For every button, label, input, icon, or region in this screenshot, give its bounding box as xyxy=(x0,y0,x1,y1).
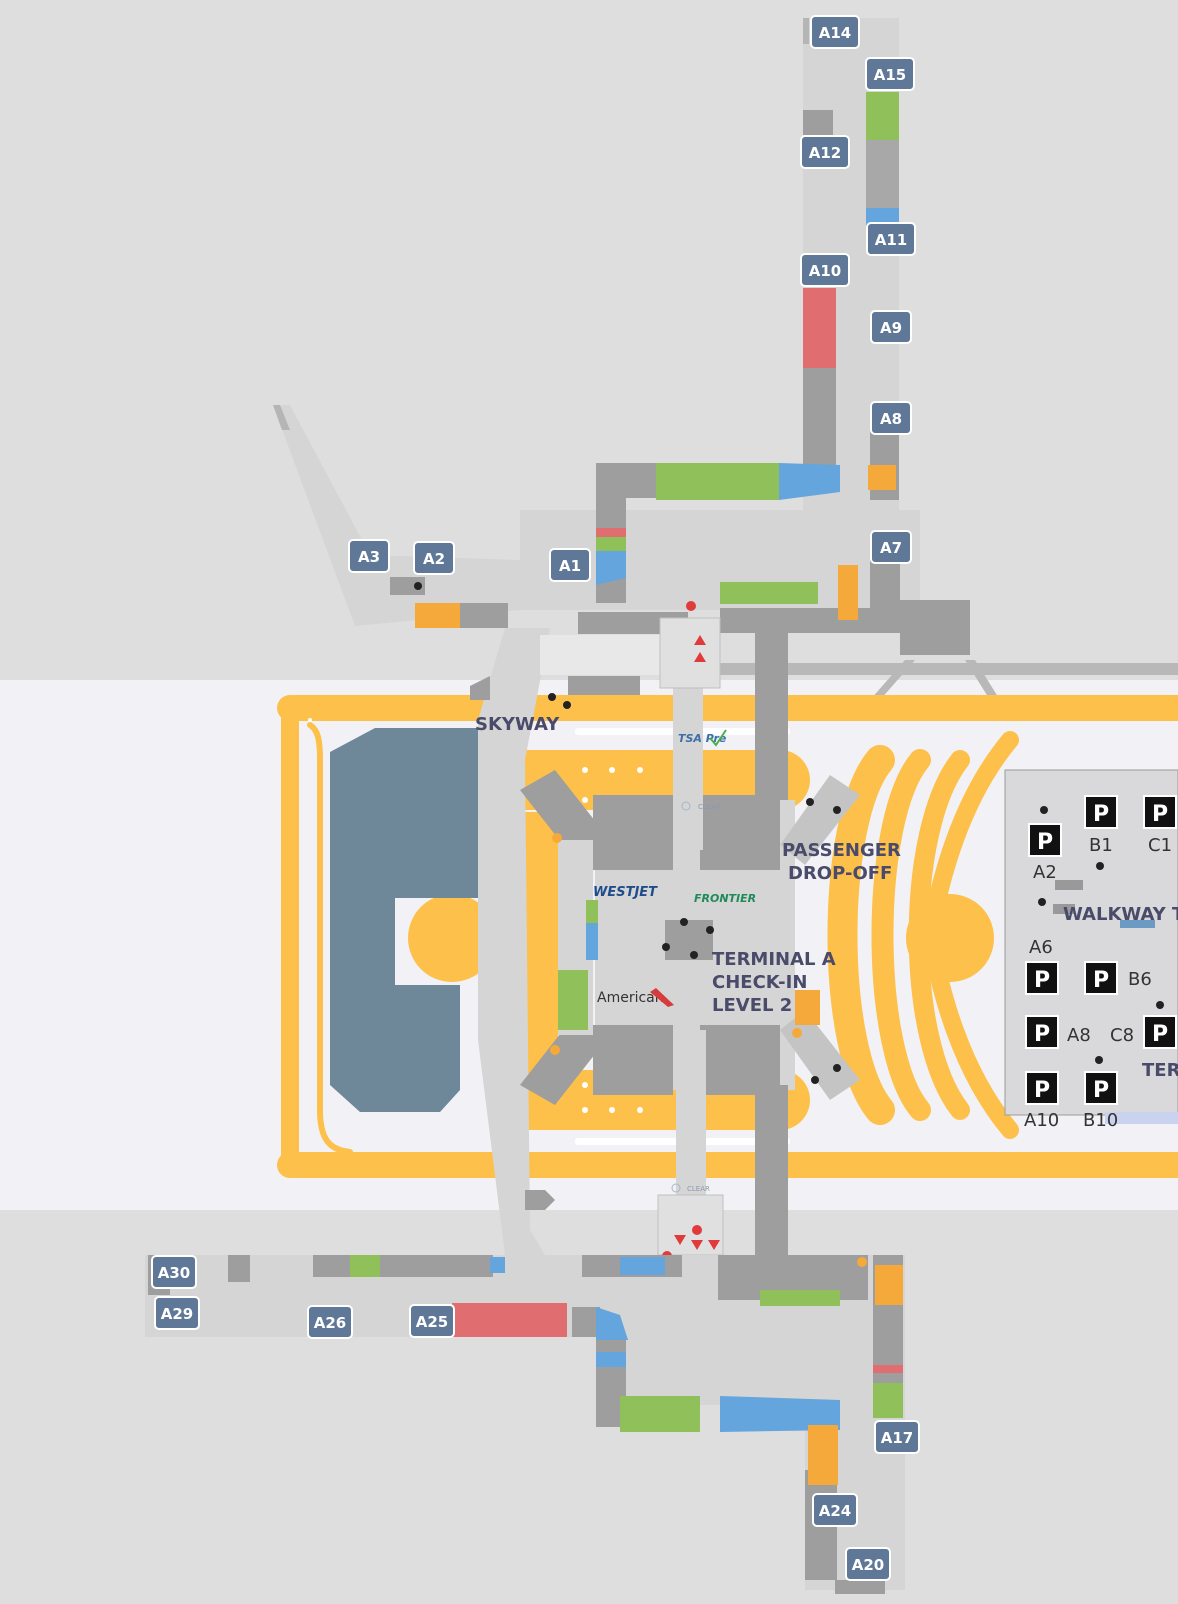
american-airlines-logo: American xyxy=(597,990,664,1006)
parking-symbol: P xyxy=(1093,968,1109,993)
terminal-building xyxy=(414,582,860,1261)
garage-zone-A10: A10 xyxy=(1024,1110,1059,1131)
garage-zone-A2: A2 xyxy=(1033,862,1057,883)
gate-A25[interactable]: A25 xyxy=(409,1304,455,1338)
gate-label: A14 xyxy=(819,24,851,42)
gate-A7[interactable]: A7 xyxy=(870,530,912,564)
parking-symbol: P xyxy=(1152,1022,1168,1047)
parking-symbol: P xyxy=(1037,830,1053,855)
tsa-check-icon xyxy=(709,729,727,747)
roundabout-east xyxy=(906,894,994,982)
parking-symbol: P xyxy=(1093,802,1109,827)
gate-label: A8 xyxy=(880,410,902,428)
gate-label: A24 xyxy=(819,1502,851,1520)
garage-zone-B1: B1 xyxy=(1089,835,1113,856)
clear-logo-top: CLEAR xyxy=(698,803,721,811)
parking-symbol: P xyxy=(1093,1078,1109,1103)
garage-zone-C1: C1 xyxy=(1148,835,1172,856)
gate-label: A10 xyxy=(809,262,841,280)
parking-icon: P xyxy=(1084,795,1118,829)
gate-label: A20 xyxy=(852,1556,884,1574)
gate-label: A1 xyxy=(559,557,581,575)
parking-icon: P xyxy=(1084,1071,1118,1105)
american-eagle-icon xyxy=(650,988,674,1007)
terminal-label-line1: TERMINAL A xyxy=(712,949,836,970)
roadways xyxy=(277,695,1178,1178)
garage-zone-C8: C8 xyxy=(1110,1025,1134,1046)
gate-label: A26 xyxy=(314,1314,346,1332)
gate-label: A17 xyxy=(881,1429,913,1447)
gate-A12[interactable]: A12 xyxy=(800,135,850,169)
gate-label: A15 xyxy=(874,66,906,84)
garage-zone-B6: B6 xyxy=(1128,969,1152,990)
terminal-label-line2: CHECK-IN xyxy=(712,972,807,993)
garage-zone-A8: A8 xyxy=(1067,1025,1091,1046)
garage-labels: P P P P P P P P P B1 C1 A2 A6 B6 A8 C8 A… xyxy=(1024,795,1178,1131)
gate-label: A11 xyxy=(875,231,907,249)
gate-A3[interactable]: A3 xyxy=(348,539,390,573)
gate-label: A9 xyxy=(880,319,902,337)
westjet-logo: WESTJET xyxy=(593,885,658,900)
clear-icon-bottom xyxy=(671,1183,681,1193)
gate-A10[interactable]: A10 xyxy=(800,253,850,287)
gate-A30[interactable]: A30 xyxy=(151,1255,197,1289)
gate-badges: A14 A15 A12 A11 A10 A9 A8 A7 xyxy=(151,15,920,1581)
gate-A11[interactable]: A11 xyxy=(866,222,916,256)
gate-A8[interactable]: A8 xyxy=(870,401,912,435)
gate-A15[interactable]: A15 xyxy=(865,57,915,91)
garage-zone-B10: B10 xyxy=(1083,1110,1118,1131)
parking-symbol: P xyxy=(1034,1078,1050,1103)
gate-A24[interactable]: A24 xyxy=(812,1493,858,1527)
skyway-label: SKYWAY xyxy=(475,714,560,735)
gate-label: A12 xyxy=(809,144,841,162)
gate-label: A7 xyxy=(880,539,902,557)
gate-label: A30 xyxy=(158,1264,190,1282)
walkway-label: WALKWAY TO xyxy=(1063,904,1178,925)
parking-icon: P xyxy=(1143,795,1177,829)
parking-icon: P xyxy=(1084,961,1118,995)
clear-logo-bottom: CLEAR xyxy=(687,1185,710,1193)
north-concourse xyxy=(273,18,1178,708)
gate-A17[interactable]: A17 xyxy=(874,1420,920,1454)
parking-icon: P xyxy=(1025,961,1059,995)
south-concourse xyxy=(145,1255,905,1594)
roundabout-west xyxy=(408,894,496,982)
gate-A26[interactable]: A26 xyxy=(307,1305,353,1339)
gate-label: A3 xyxy=(358,548,380,566)
gate-label: A2 xyxy=(423,550,445,568)
skyway xyxy=(478,628,550,1255)
gate-A20[interactable]: A20 xyxy=(845,1547,891,1581)
frontier-logo: FRONTIER xyxy=(694,892,756,905)
gate-A29[interactable]: A29 xyxy=(154,1296,200,1330)
parking-symbol: P xyxy=(1034,1022,1050,1047)
terminal-label-line3: LEVEL 2 xyxy=(712,995,792,1016)
parking-icon: P xyxy=(1025,1015,1059,1049)
dropoff-label-line1: PASSENGER xyxy=(782,840,901,861)
terminal-partial-label: TER xyxy=(1142,1060,1178,1081)
dropoff-label-line2: DROP-OFF xyxy=(788,863,892,884)
gate-A2[interactable]: A2 xyxy=(413,541,455,575)
garage-zone-A6: A6 xyxy=(1029,937,1053,958)
gate-label: A29 xyxy=(161,1305,193,1323)
gate-label: A25 xyxy=(416,1313,448,1331)
parking-symbol: P xyxy=(1034,968,1050,993)
parking-symbol: P xyxy=(1152,802,1168,827)
parking-icon: P xyxy=(1025,1071,1059,1105)
parking-icon: P xyxy=(1028,823,1062,857)
tsa-precheck-logo: TSA Pre xyxy=(678,732,727,745)
clear-icon-top xyxy=(681,801,691,811)
gate-A9[interactable]: A9 xyxy=(870,310,912,344)
gate-A14[interactable]: A14 xyxy=(810,15,860,49)
parking-icon: P xyxy=(1143,1015,1177,1049)
gate-A1[interactable]: A1 xyxy=(549,548,591,582)
parking-structure-west xyxy=(330,728,480,1112)
